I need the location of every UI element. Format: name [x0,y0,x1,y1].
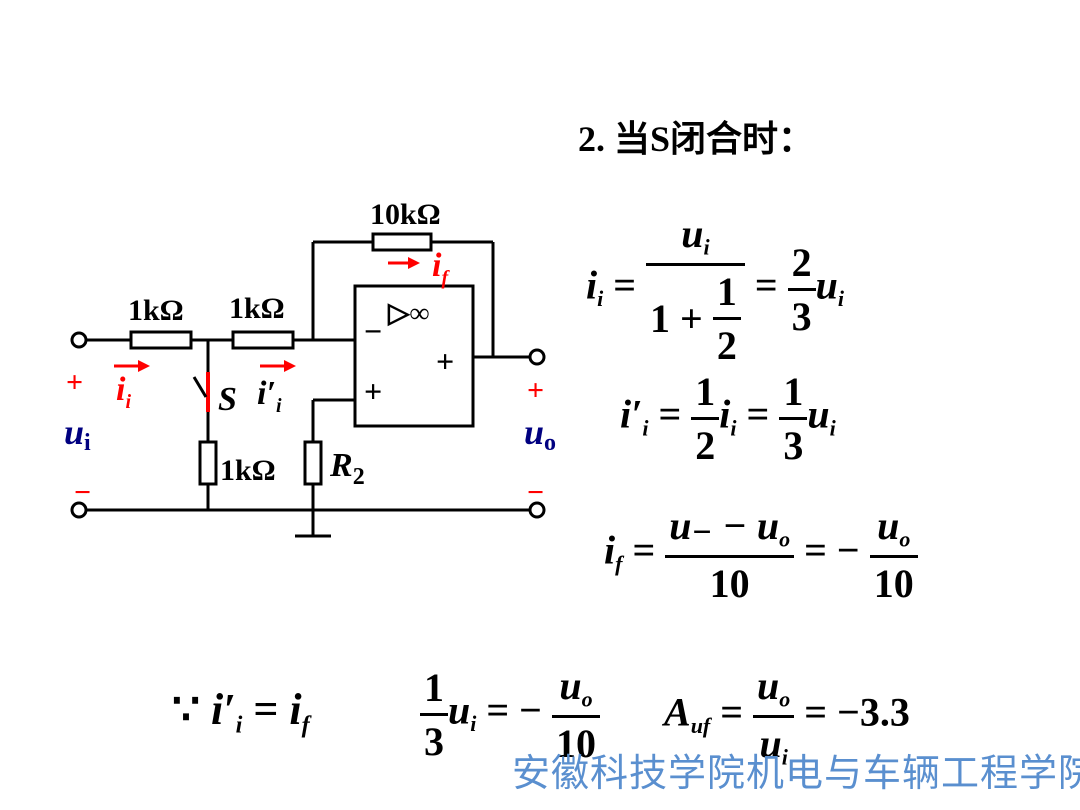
label-r2: R2 [329,447,365,490]
output-terminal-bottom [528,501,546,519]
opamp-symbol: ▷∞ [387,298,430,329]
label-input-plus: + [66,366,83,399]
input-terminal-bottom [70,501,88,519]
institution-watermark: 安徽科技学院机电与车辆工程学院 [512,751,1080,795]
equation-because: ∵ i′i = if [172,685,310,739]
slide-title: 2. 当S闭合时： [578,119,815,159]
resistor-r2 [303,440,323,486]
label-r-mid: 1kΩ [229,292,285,325]
opamp-minus: − [364,313,382,349]
label-current-if: if [432,247,450,289]
label-switch: S [218,381,237,418]
label-output-voltage: uo [524,412,556,456]
circuit-diagram: 10kΩ 1kΩ 1kΩ 1kΩ R2 ii i′i if S ▷∞ − + +… [64,198,556,538]
opamp-plus-in: + [364,373,382,409]
resistor-in [129,330,193,350]
arrow-icon-ii-prime [260,360,296,372]
label-output-plus: + [527,374,544,407]
label-r-in: 1kΩ [128,294,184,327]
label-current-ii-prime: i′i [257,375,282,417]
label-input-minus: − [74,476,91,509]
label-r-shunt: 1kΩ [220,454,276,487]
arrow-icon-ii [114,360,150,372]
arrow-icon-if [388,257,420,269]
resistor-feedback [371,232,433,252]
resistor-mid [231,330,295,350]
label-input-voltage: ui [64,412,91,456]
label-current-ii: ii [116,371,131,413]
label-output-minus: − [527,476,544,509]
input-terminal-top [70,331,88,349]
opamp-plus-out: + [436,343,454,379]
output-terminal-top [528,348,546,366]
switch-s [192,372,210,412]
label-r-feedback: 10kΩ [370,198,441,231]
resistor-shunt [198,440,218,486]
